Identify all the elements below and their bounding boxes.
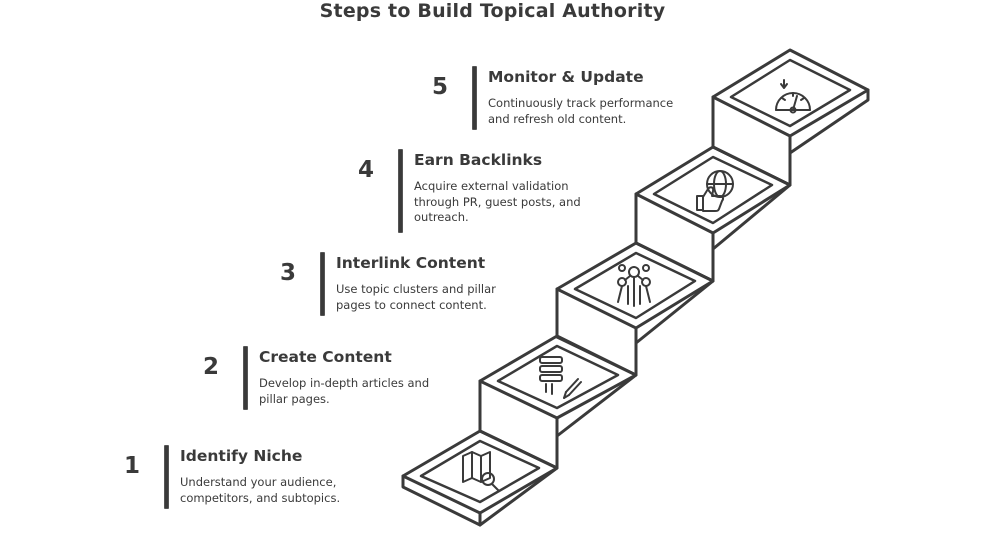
step-number: 3	[280, 260, 297, 286]
step-number: 2	[203, 354, 220, 380]
step-heading: Earn Backlinks	[414, 151, 543, 169]
step-2-tread	[478, 334, 638, 420]
step-divider	[398, 149, 403, 233]
step-3-tread	[555, 241, 715, 330]
globe-thumbs-up-icon	[696, 170, 734, 212]
step-description: Continuously track performance and refre…	[488, 96, 674, 126]
step-2: 2 Create Content Develop in-depth articl…	[203, 346, 503, 416]
step-5: 5 Monitor & Update Continuously track pe…	[432, 66, 732, 136]
step-description: Acquire external validation through PR, …	[414, 179, 581, 224]
step-1-tread	[401, 429, 559, 515]
step-heading: Interlink Content	[336, 254, 486, 272]
step-1: 1 Identify Niche Understand your audienc…	[124, 445, 424, 515]
step-divider	[243, 346, 248, 410]
step-heading: Identify Niche	[180, 447, 303, 465]
step-divider	[472, 66, 477, 130]
step-4-tread	[634, 145, 792, 235]
network-cluster-icon	[617, 264, 651, 307]
step-heading: Create Content	[259, 348, 392, 366]
step-number: 5	[432, 74, 449, 100]
diagram-title: Steps to Build Topical Authority	[319, 0, 666, 22]
step-heading: Monitor & Update	[488, 68, 644, 86]
staircase-left-rail	[401, 95, 792, 527]
content-writing-icon	[539, 356, 582, 399]
step-3: 3 Interlink Content Use topic clusters a…	[280, 252, 580, 322]
step-divider	[320, 252, 325, 316]
step-number: 1	[124, 453, 141, 479]
step-4: 4 Earn Backlinks Acquire external valida…	[358, 149, 658, 235]
map-search-icon	[462, 451, 500, 492]
step-divider	[164, 445, 169, 509]
step-5-tread	[711, 48, 870, 138]
step-description: Develop in-depth articles and pillar pag…	[259, 376, 430, 406]
step-number: 4	[358, 157, 375, 183]
gauge-icon	[775, 79, 811, 114]
step-description: Use topic clusters and pillar pages to c…	[336, 282, 496, 312]
step-description: Understand your audience, competitors, a…	[180, 475, 341, 505]
